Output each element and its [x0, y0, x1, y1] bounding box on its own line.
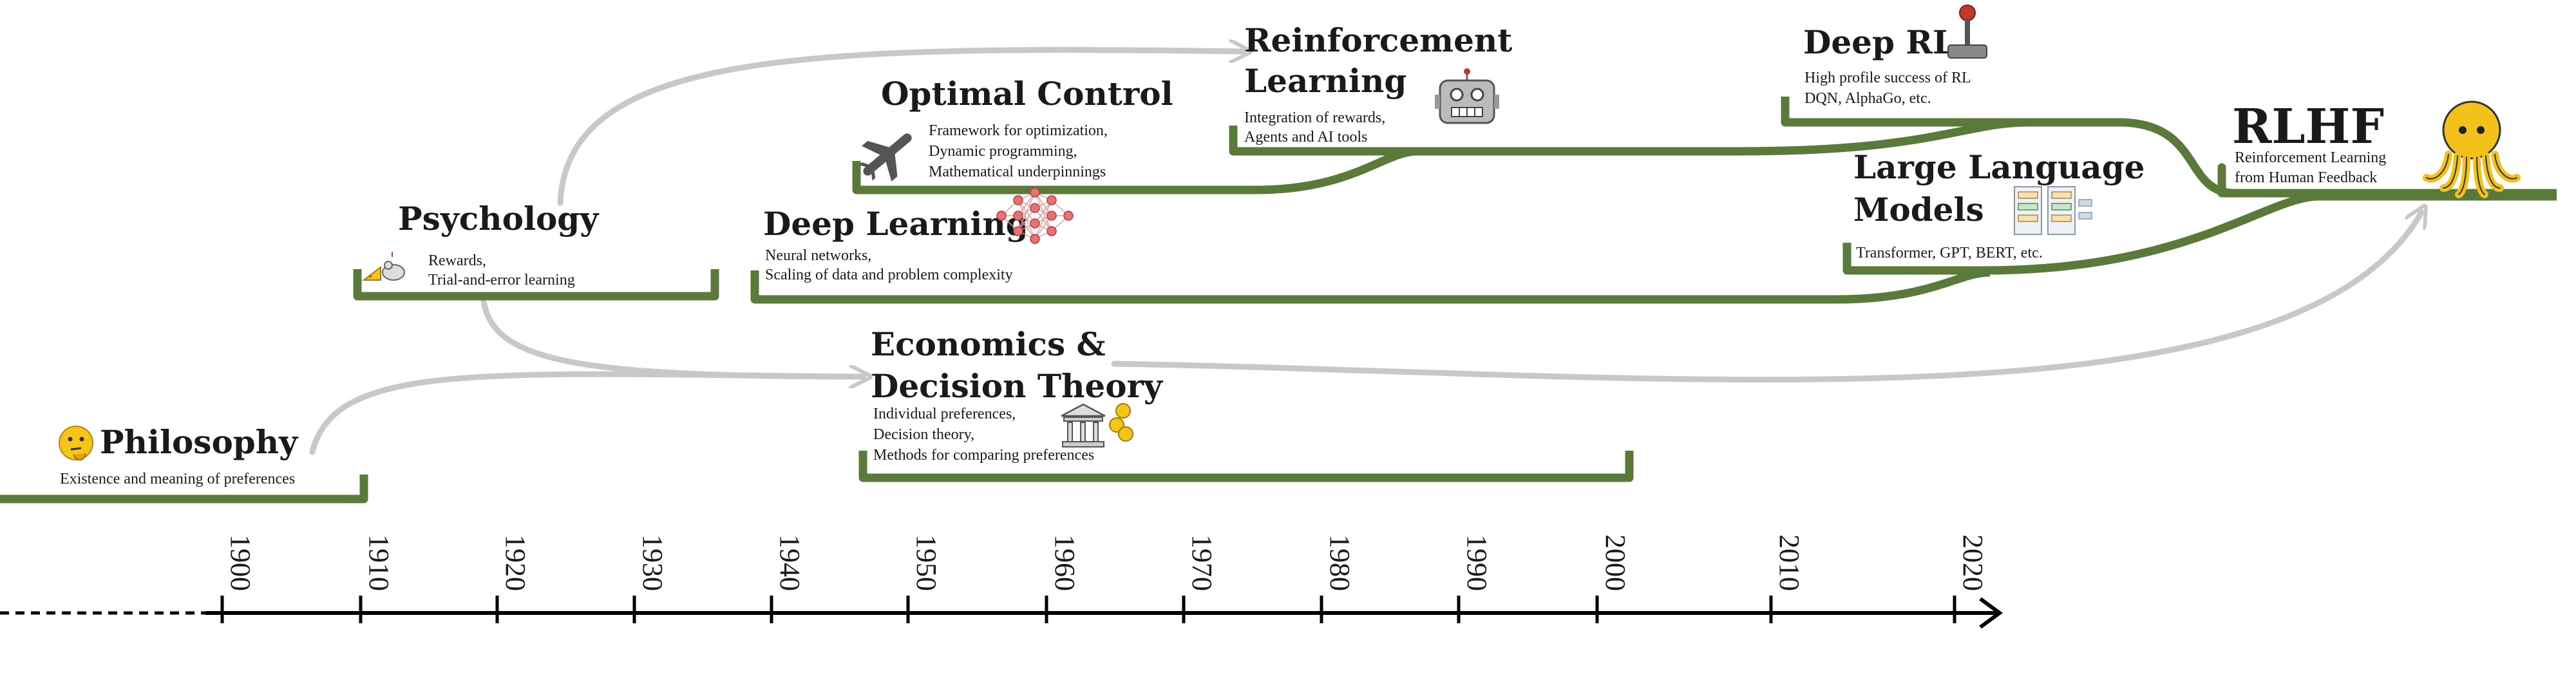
node-desc-line: Integration of rewards, [1244, 109, 1385, 126]
node-philosophy: Philosophy Existence and meaning of pref… [59, 423, 299, 487]
nn-node [1013, 195, 1023, 205]
axis-tick-label: 2010 [1774, 534, 1805, 591]
node-title: Optimal Control [881, 75, 1173, 113]
nn-node [1030, 187, 1040, 198]
node-desc-line: DQN, AlphaGo, etc. [1804, 90, 1931, 107]
arrow-psychology-to-rl [557, 50, 1243, 206]
octopus-icon [2423, 100, 2521, 198]
bank-coins-icon [1061, 403, 1133, 447]
axis-tick-label: 1900 [225, 534, 256, 591]
nn-node [1030, 203, 1040, 213]
node-deep-learning: Deep Learning Neural networks, Scaling o… [763, 187, 1074, 283]
axis-tick-label: 1930 [637, 534, 668, 591]
airplane-icon [859, 133, 912, 182]
node-rlhf: RLHF Reinforcement Learning from Human F… [2232, 99, 2521, 198]
track-economics [858, 451, 1634, 482]
nn-node [1046, 226, 1057, 236]
node-desc-line: Decision theory, [873, 426, 974, 443]
node-title: RLHF [2232, 99, 2384, 155]
node-title: Decision Theory [871, 367, 1164, 405]
arrow-psychology-to-economics [480, 293, 863, 377]
axis-tick-label: 2000 [1600, 534, 1631, 591]
axis-tick-label: 1940 [774, 534, 806, 591]
node-desc-line: Individual preferences, [873, 406, 1016, 422]
node-title: Deep RL [1803, 23, 1955, 61]
nn-node [1046, 195, 1057, 205]
node-deep-rl: Deep RL High profile success of RL DQN, … [1803, 5, 1987, 107]
track-psychology [353, 269, 719, 301]
track-llm [1842, 192, 2557, 275]
mouse-cheese-icon [362, 252, 405, 281]
nn-node [996, 211, 1007, 221]
node-desc-line: from Human Feedback [2235, 169, 2377, 186]
node-title: Models [1853, 191, 1984, 229]
time-axis: 1900 1910 1920 1930 1940 1950 1960 1970 1980 1990… [0, 534, 2003, 629]
axis-arrowhead [1979, 597, 2003, 629]
node-desc-line: Agents and AI tools [1244, 129, 1367, 146]
node-optimal-control: Optimal Control Framework for optimizati… [859, 75, 1173, 182]
node-title: Philosophy [100, 423, 299, 461]
track-rlhf [2217, 163, 2557, 198]
nn-node [1013, 226, 1023, 236]
axis-tick-label: 1980 [1324, 534, 1356, 591]
nn-node [1030, 218, 1040, 229]
thinking-face-icon [59, 426, 93, 461]
arrow-philosophy-to-economics [309, 374, 863, 455]
axis-tick-label: 2020 [1957, 534, 1989, 591]
joystick-icon [1947, 5, 1987, 59]
robot-icon [1435, 68, 1499, 124]
node-title: Deep Learning [763, 205, 1028, 243]
track-deep-rl [1781, 97, 2235, 198]
nn-node [1046, 211, 1057, 221]
transformer-diagram-icon [2014, 186, 2092, 235]
neural-network-icon [996, 187, 1074, 244]
axis-tick-label: 1990 [1461, 534, 1493, 591]
arrow-economics-to-rlhf [1111, 212, 2421, 383]
node-desc-line: Dynamic programming, [929, 143, 1077, 160]
node-title: Large Language [1853, 148, 2145, 186]
axis-tick-label: 1920 [500, 534, 531, 591]
tracks [0, 97, 2557, 504]
nn-node [1013, 211, 1023, 221]
node-desc-line: Methods for comparing preferences [873, 447, 1094, 464]
node-title: Economics & [871, 325, 1106, 363]
axis-tick-label: 1950 [911, 534, 942, 591]
node-desc-line: Trial-and-error learning [428, 272, 575, 288]
node-desc-line: Neural networks, [765, 247, 871, 264]
axis-tick-label: 1910 [363, 534, 395, 591]
node-llm: Large Language Models Transformer, GPT, … [1853, 148, 2145, 261]
nn-edge [1018, 192, 1036, 232]
nn-node [1063, 211, 1074, 221]
node-reinforcement-learning: Reinforcement Learning Integration of re… [1244, 21, 1512, 146]
node-title: Reinforcement [1244, 21, 1512, 59]
node-desc-line: Rewards, [428, 252, 486, 269]
track-philosophy [0, 475, 368, 504]
axis-ticks: 1900 1910 1920 1930 1940 1950 1960 1970 1980 1990… [220, 534, 1989, 623]
axis-tick-label: 1970 [1186, 534, 1218, 591]
node-psychology: Psychology Rewards, Trial-and-error lear… [362, 200, 600, 288]
node-desc-line: Framework for optimization, [929, 122, 1108, 139]
node-desc-line: High profile success of RL [1804, 70, 1971, 86]
node-title: Psychology [398, 200, 600, 238]
nn-node [1030, 234, 1040, 244]
node-desc-line: Existence and meaning of preferences [60, 471, 295, 487]
node-desc-line: Scaling of data and problem complexity [765, 267, 1013, 283]
node-desc-line: Mathematical underpinnings [929, 164, 1106, 180]
node-desc-line: Reinforcement Learning [2235, 149, 2386, 166]
axis-tick-label: 1960 [1049, 534, 1081, 591]
node-title: Learning [1244, 62, 1406, 100]
node-desc-line: Transformer, GPT, BERT, etc. [1856, 245, 2043, 261]
nn-edge [1034, 200, 1052, 240]
influence-arrows [309, 50, 2421, 455]
node-economics: Economics & Decision Theory Individual p… [871, 325, 1164, 464]
